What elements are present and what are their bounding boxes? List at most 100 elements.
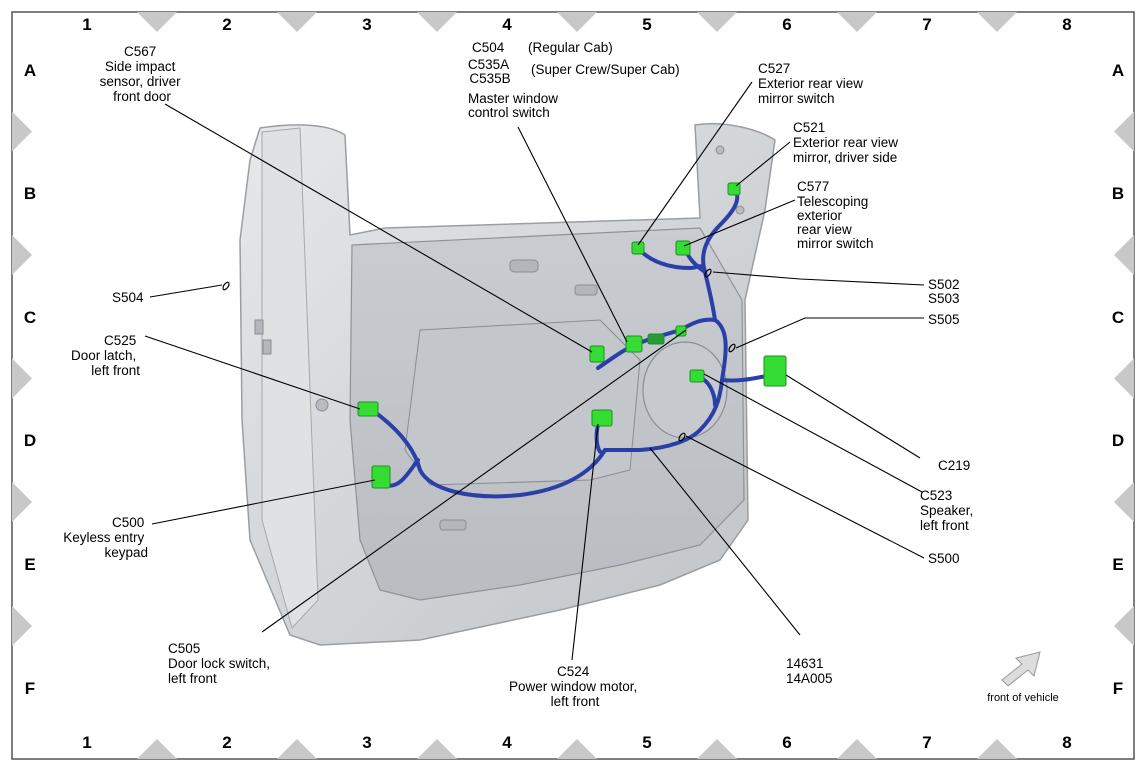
grid-column-top-6: 6 [782,15,791,34]
grid-column-top-7: 7 [922,15,931,34]
connector-c504 [625,335,643,353]
label-c521: C521 Exterior rear view mirror, driver s… [793,120,902,165]
connector-c500 [371,465,391,489]
connector-c524 [591,409,613,427]
front-of-vehicle-label: front of vehicle [987,692,1059,704]
leader-s500 [685,435,925,559]
front-of-vehicle-indicator: front of vehicle [987,651,1059,704]
grid-row-left-C: C [24,308,36,327]
label-c523: C523 Speaker, left front [920,488,977,533]
panel-slot-2 [574,284,598,296]
splice-s502 [704,268,712,278]
leader-lines [144,81,925,661]
harness-main-trunk [370,317,728,499]
connector-c577 [675,240,691,256]
label-c567: C567 Side impact sensor, driver front do… [100,44,185,104]
grid-row-left-D: D [24,431,36,450]
panel-hole-3 [735,205,745,215]
leader-c521 [735,141,791,187]
grid-row-right-F: F [1113,679,1123,698]
grid-tick-top [137,12,177,32]
grid-column-bottom-6: 6 [782,733,791,752]
grid-column-bottom-5: 5 [642,733,651,752]
leader-s504 [149,284,223,298]
harness-to-c527 [636,246,707,274]
splice-s500 [678,432,686,442]
leader-harness [649,447,801,636]
grid-column-top-8: 8 [1062,15,1071,34]
grid-tick-bottom [277,739,317,759]
splice-s505 [728,343,736,353]
leader-s502 [712,271,925,286]
grid-tick-top [697,12,737,32]
grid-column-bottom-1: 1 [82,733,91,752]
grid-column-bottom-7: 7 [922,733,931,752]
label-c505: C505 Door lock switch, left front [168,641,274,686]
grid-row-left-A: A [24,61,36,80]
grid-row-right-C: C [1112,308,1124,327]
leader-master-window [517,126,628,343]
grid-tick-right [1114,111,1134,152]
grid-column-top-1: 1 [82,15,91,34]
leader-c527 [637,81,753,246]
grid-tick-right [1114,358,1134,399]
grid-column-top-5: 5 [642,15,651,34]
label-c524: C524 Power window motor, left front [509,664,641,709]
label-s505: S505 [928,312,960,327]
grid-tick-left [12,111,32,152]
splices [222,268,736,442]
connector-c505 [647,333,665,345]
leader-c500 [151,479,376,525]
label-s500: S500 [928,551,960,566]
callout-labels: C567 Side impact sensor, driver front do… [63,40,977,709]
grid-column-bottom-8: 8 [1062,733,1071,752]
label-c525: C525 Door latch, left front [71,333,140,378]
grid-tick-bottom [137,739,177,759]
label-c504-regular-cab: (Regular Cab) [528,40,613,55]
grid-tick-left [12,358,32,399]
grid-tick-bottom [977,739,1017,759]
panel-slot-5 [262,339,272,355]
grid-row-left-F: F [25,679,35,698]
label-c504-group: C504 C535A C535B [468,40,512,86]
panel-hole-1 [315,398,329,412]
connector-c219 [763,355,787,387]
connector-c523 [689,369,705,383]
leader-c524 [571,423,599,661]
grid-tick-bottom [417,739,457,759]
grid-column-top-3: 3 [362,15,371,34]
grid-column-bottom-4: 4 [502,733,512,752]
label-c219: C219 [938,458,970,473]
grid-tick-top [417,12,457,32]
grid-tick-left [12,235,32,275]
connector-c527 [631,241,645,255]
leader-c505 [261,329,687,633]
label-c527: C527 Exterior rear view mirror switch [758,61,867,106]
grid-tick-top [557,12,597,32]
grid-column-bottom-3: 3 [362,733,371,752]
label-harness: 14631 14A005 [786,656,833,686]
label-master-window: Master window control switch [468,91,562,120]
panel-slot-3 [439,519,467,531]
connector-c521 [727,182,741,196]
label-s504: S504 [112,290,144,305]
leader-c219 [785,374,921,459]
grid-tick-top [277,12,317,32]
speaker-opening [642,341,728,439]
grid-tick-bottom [697,739,737,759]
label-c535-super-cab: (Super Crew/Super Cab) [531,62,680,77]
grid-row-right-B: B [1112,184,1124,203]
leader-c525 [144,335,361,410]
panel-slot-4 [254,319,264,335]
grid-column-top-4: 4 [502,15,512,34]
window-regulator-opening [404,319,641,486]
label-s502-s503: S502 S503 [928,277,963,306]
label-c577: C577 Telescoping exterior rear view mirr… [797,179,874,251]
grid-column-top-2: 2 [222,15,231,34]
grid-row-right-D: D [1112,431,1124,450]
grid-row-right-E: E [1112,555,1123,574]
grid-tick-top [837,12,877,32]
label-c500: C500 Keyless entry keypad [63,515,148,560]
